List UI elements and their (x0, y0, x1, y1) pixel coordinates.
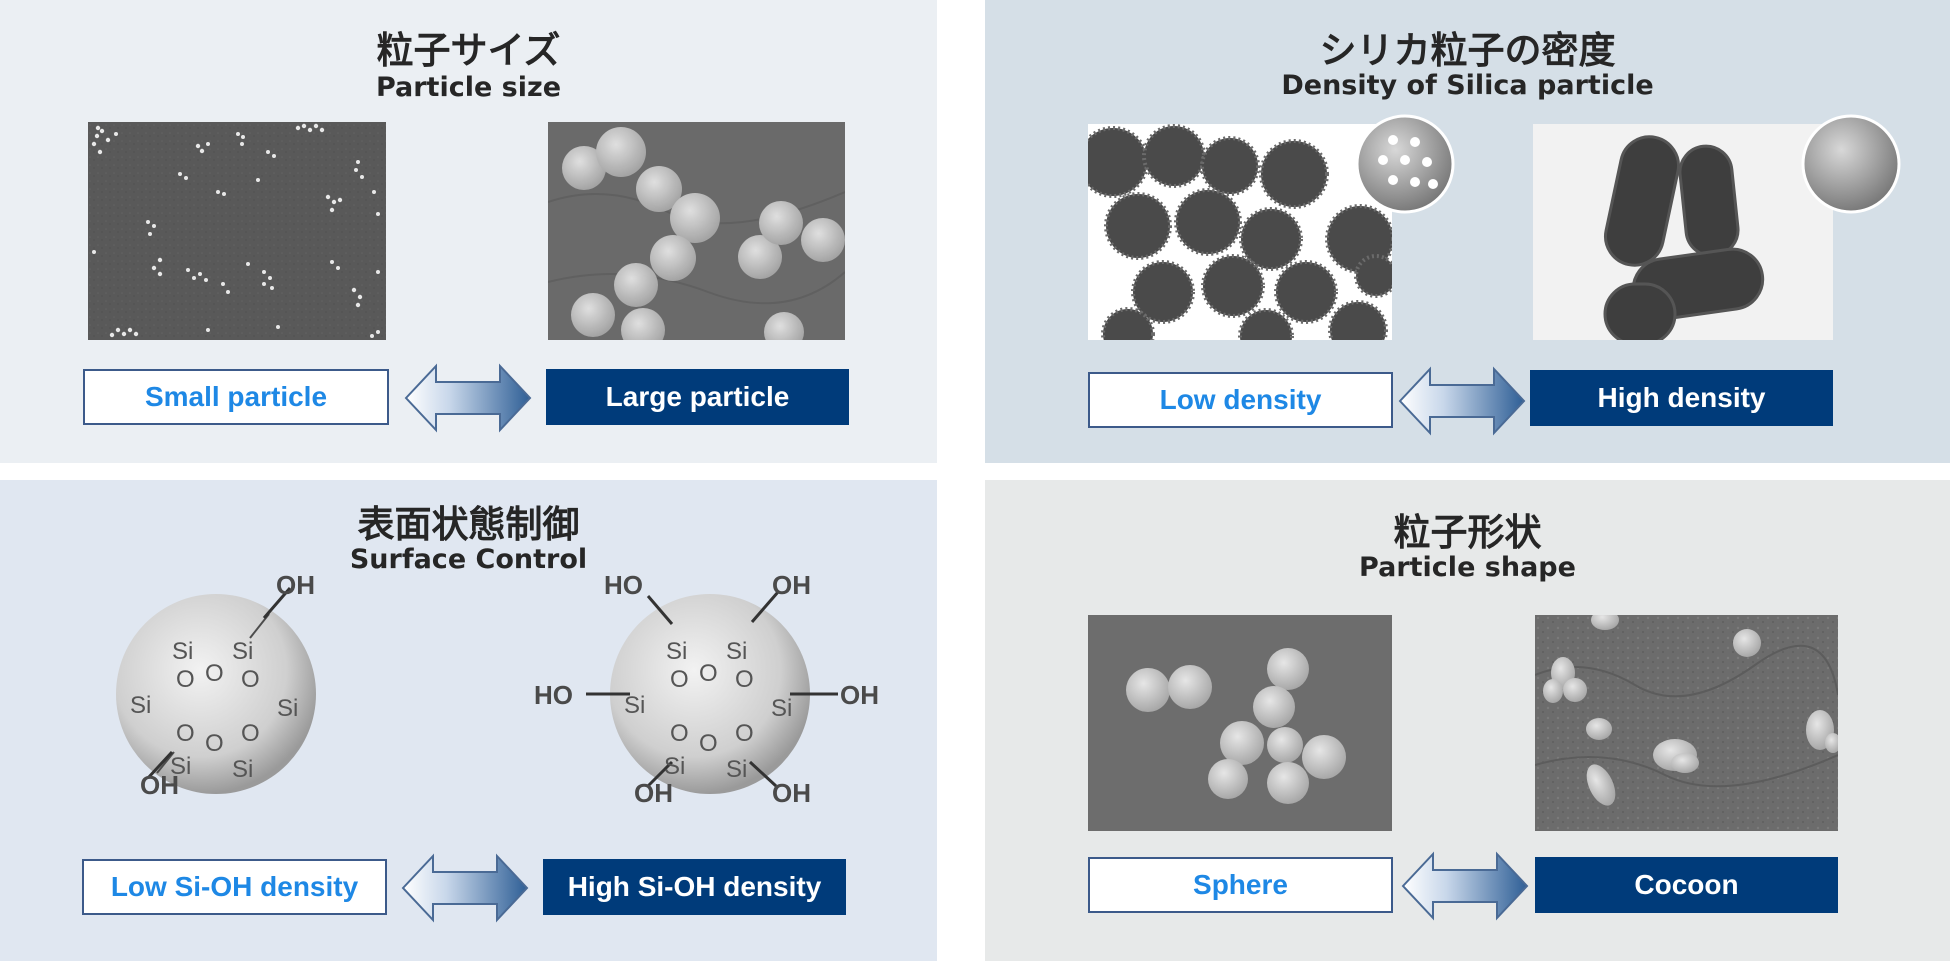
shape-title-jp: 粒子形状 (1393, 511, 1542, 554)
sphere-image (1088, 615, 1392, 831)
hydroxyl-group: OH (140, 770, 179, 800)
density-panel: シリカ粒子の密度 Density of Silica particle (985, 0, 1950, 463)
double-arrow-icon (1401, 851, 1529, 921)
atom-o: O (241, 666, 260, 693)
hydroxyl-group: OH (634, 778, 673, 808)
atom-o: O (699, 660, 718, 687)
atom-o: O (670, 720, 689, 747)
particle-size-title-jp: 粒子サイズ (376, 29, 561, 72)
hydroxyl-group: OH (276, 570, 315, 600)
atom-si: Si (726, 638, 748, 665)
particle-shape-panel: 粒子形状 Particle shape (985, 480, 1950, 961)
atom-o: O (699, 730, 718, 757)
atom-si: Si (232, 756, 254, 783)
low-si-oh-sphere: Si Si O O O Si Si O O O Si Si OH OH (104, 570, 344, 800)
hydroxyl-group: HO (534, 680, 573, 710)
atom-si: Si (172, 638, 194, 665)
large-particle-label: Large particle (546, 369, 849, 425)
high-si-oh-label: High Si-OH density (543, 859, 846, 915)
double-arrow-icon (1398, 366, 1526, 436)
dense-sphere-icon (1799, 112, 1903, 216)
low-density-image (1088, 124, 1392, 340)
particle-size-panel: 粒子サイズ Particle size (0, 0, 937, 463)
atom-o: O (176, 720, 195, 747)
atom-o: O (735, 720, 754, 747)
atom-o: O (205, 660, 224, 687)
density-title-jp: シリカ粒子の密度 (1319, 29, 1616, 72)
atom-si: Si (771, 695, 793, 722)
shape-title-en: Particle shape (1359, 552, 1576, 583)
porous-sphere-icon (1353, 112, 1457, 216)
hydroxyl-group: OH (840, 680, 879, 710)
sphere-label: Sphere (1088, 857, 1393, 913)
atom-si: Si (726, 756, 748, 783)
hydroxyl-group: OH (772, 570, 811, 600)
atom-o: O (241, 720, 260, 747)
double-arrow-icon (404, 363, 532, 433)
high-si-oh-sphere: Si Si O O O Si Si O O O Si Si HO OH HO O… (530, 570, 900, 810)
double-arrow-icon (401, 853, 529, 923)
surface-title-jp: 表面状態制御 (357, 503, 580, 546)
low-density-label: Low density (1088, 372, 1393, 428)
atom-si: Si (170, 753, 192, 780)
atom-o: O (670, 666, 689, 693)
cocoon-image (1535, 615, 1838, 831)
density-title-en: Density of Silica particle (1281, 70, 1654, 101)
atom-si: Si (666, 638, 688, 665)
atom-si: Si (624, 692, 646, 719)
high-density-label: High density (1530, 370, 1833, 426)
hydroxyl-group: OH (772, 778, 811, 808)
atom-si: Si (277, 695, 299, 722)
surface-control-panel: 表面状態制御 Surface Control Si Si O O O Si Si… (0, 480, 937, 961)
atom-o: O (176, 666, 195, 693)
atom-si: Si (130, 692, 152, 719)
small-particle-label: Small particle (83, 369, 389, 425)
high-density-image (1533, 124, 1833, 340)
low-si-oh-label: Low Si-OH density (82, 859, 387, 915)
particle-size-title-en: Particle size (375, 72, 562, 103)
small-particle-image (88, 122, 386, 340)
surface-title-en: Surface Control (349, 544, 588, 575)
atom-si: Si (664, 753, 686, 780)
atom-si: Si (232, 638, 254, 665)
large-particle-image (548, 122, 845, 340)
atom-o: O (205, 730, 224, 757)
hydroxyl-group: HO (604, 570, 643, 600)
atom-o: O (735, 666, 754, 693)
cocoon-label: Cocoon (1535, 857, 1838, 913)
